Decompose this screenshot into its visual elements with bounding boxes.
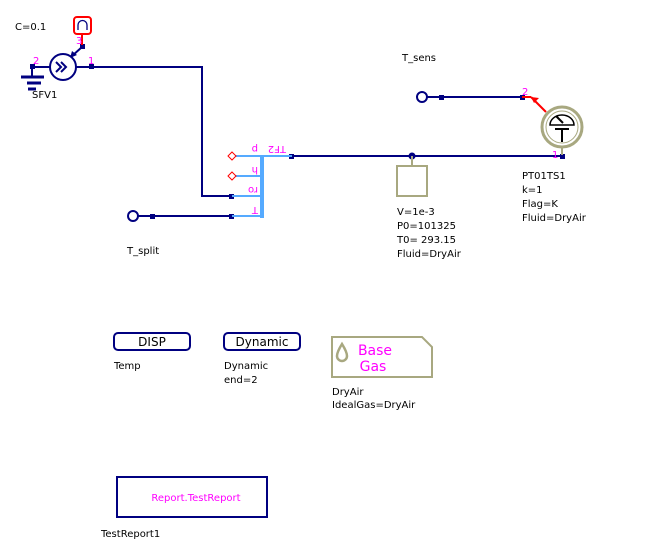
svg-text:P0=101325: P0=101325 — [397, 221, 456, 232]
svg-text:Dynamic: Dynamic — [236, 335, 289, 349]
svg-text:Base: Base — [358, 343, 392, 359]
wire-pump-to-split[interactable] — [76, 66, 232, 197]
split-component[interactable]: p h ro T TF2 — [227, 143, 292, 218]
svg-text:Gas: Gas — [360, 359, 387, 375]
disp-block[interactable]: DISP Temp — [113, 332, 191, 372]
svg-text:Fluid=DryAir: Fluid=DryAir — [522, 213, 587, 224]
wire-nodes — [30, 44, 565, 219]
svg-text:TestReport1: TestReport1 — [100, 529, 160, 540]
svg-text:k=1: k=1 — [522, 185, 543, 196]
svg-text:DISP: DISP — [138, 335, 166, 349]
svg-text:T: T — [251, 204, 259, 215]
pump-icon — [49, 53, 77, 81]
thermometer-gauge-icon — [540, 105, 584, 155]
svg-text:1: 1 — [552, 150, 558, 161]
split-name: TF2 — [268, 143, 287, 154]
source-pump-component[interactable]: C=0.1 3 2 1 SFV1 — [15, 16, 94, 101]
svg-text:ro: ro — [248, 184, 258, 195]
svg-text:Dynamic: Dynamic — [224, 361, 268, 372]
ground-icon — [21, 75, 44, 91]
cap-icon[interactable] — [73, 16, 92, 35]
svg-text:V=1e-3: V=1e-3 — [397, 207, 435, 218]
report-block[interactable]: Report.TestReport TestReport1 — [100, 476, 268, 540]
svg-text:T0= 293.15: T0= 293.15 — [396, 235, 456, 246]
temperature-sensor-component[interactable]: T_sens 2 1 PT01TS1 k=1 Flag=K Fluid=DryA… — [401, 53, 587, 224]
basegas-block[interactable]: Base Gas DryAir IdealGas=DryAir — [331, 336, 433, 411]
svg-text:2: 2 — [522, 87, 528, 98]
svg-text:3: 3 — [76, 36, 82, 47]
port-p-diamond[interactable] — [227, 151, 237, 161]
dynamic-block[interactable]: Dynamic Dynamic end=2 — [223, 332, 301, 386]
droplet-icon — [335, 341, 349, 363]
svg-text:1: 1 — [88, 56, 94, 67]
svg-text:T_split: T_split — [126, 246, 159, 257]
svg-text:IdealGas=DryAir: IdealGas=DryAir — [332, 400, 416, 411]
svg-text:PT01TS1: PT01TS1 — [522, 171, 566, 182]
svg-text:Temp: Temp — [113, 361, 141, 372]
svg-text:Fluid=DryAir: Fluid=DryAir — [397, 249, 462, 260]
tsens-name: T_sens — [401, 53, 436, 64]
svg-text:end=2: end=2 — [224, 375, 258, 386]
port-h-diamond[interactable] — [227, 171, 237, 181]
svg-text:DryAir: DryAir — [332, 387, 364, 398]
svg-text:h: h — [252, 164, 258, 175]
tsplit-sensor[interactable]: T_split — [126, 210, 159, 257]
wires — [31, 66, 563, 217]
svg-text:Report.TestReport: Report.TestReport — [151, 493, 240, 504]
svg-text:Flag=K: Flag=K — [522, 199, 558, 210]
svg-text:p: p — [252, 143, 258, 154]
source-name: SFV1 — [32, 90, 57, 101]
source-param: C=0.1 — [15, 22, 46, 33]
svg-text:2: 2 — [33, 56, 39, 67]
volume-component[interactable]: V=1e-3 P0=101325 T0= 293.15 Fluid=DryAir — [396, 156, 462, 260]
